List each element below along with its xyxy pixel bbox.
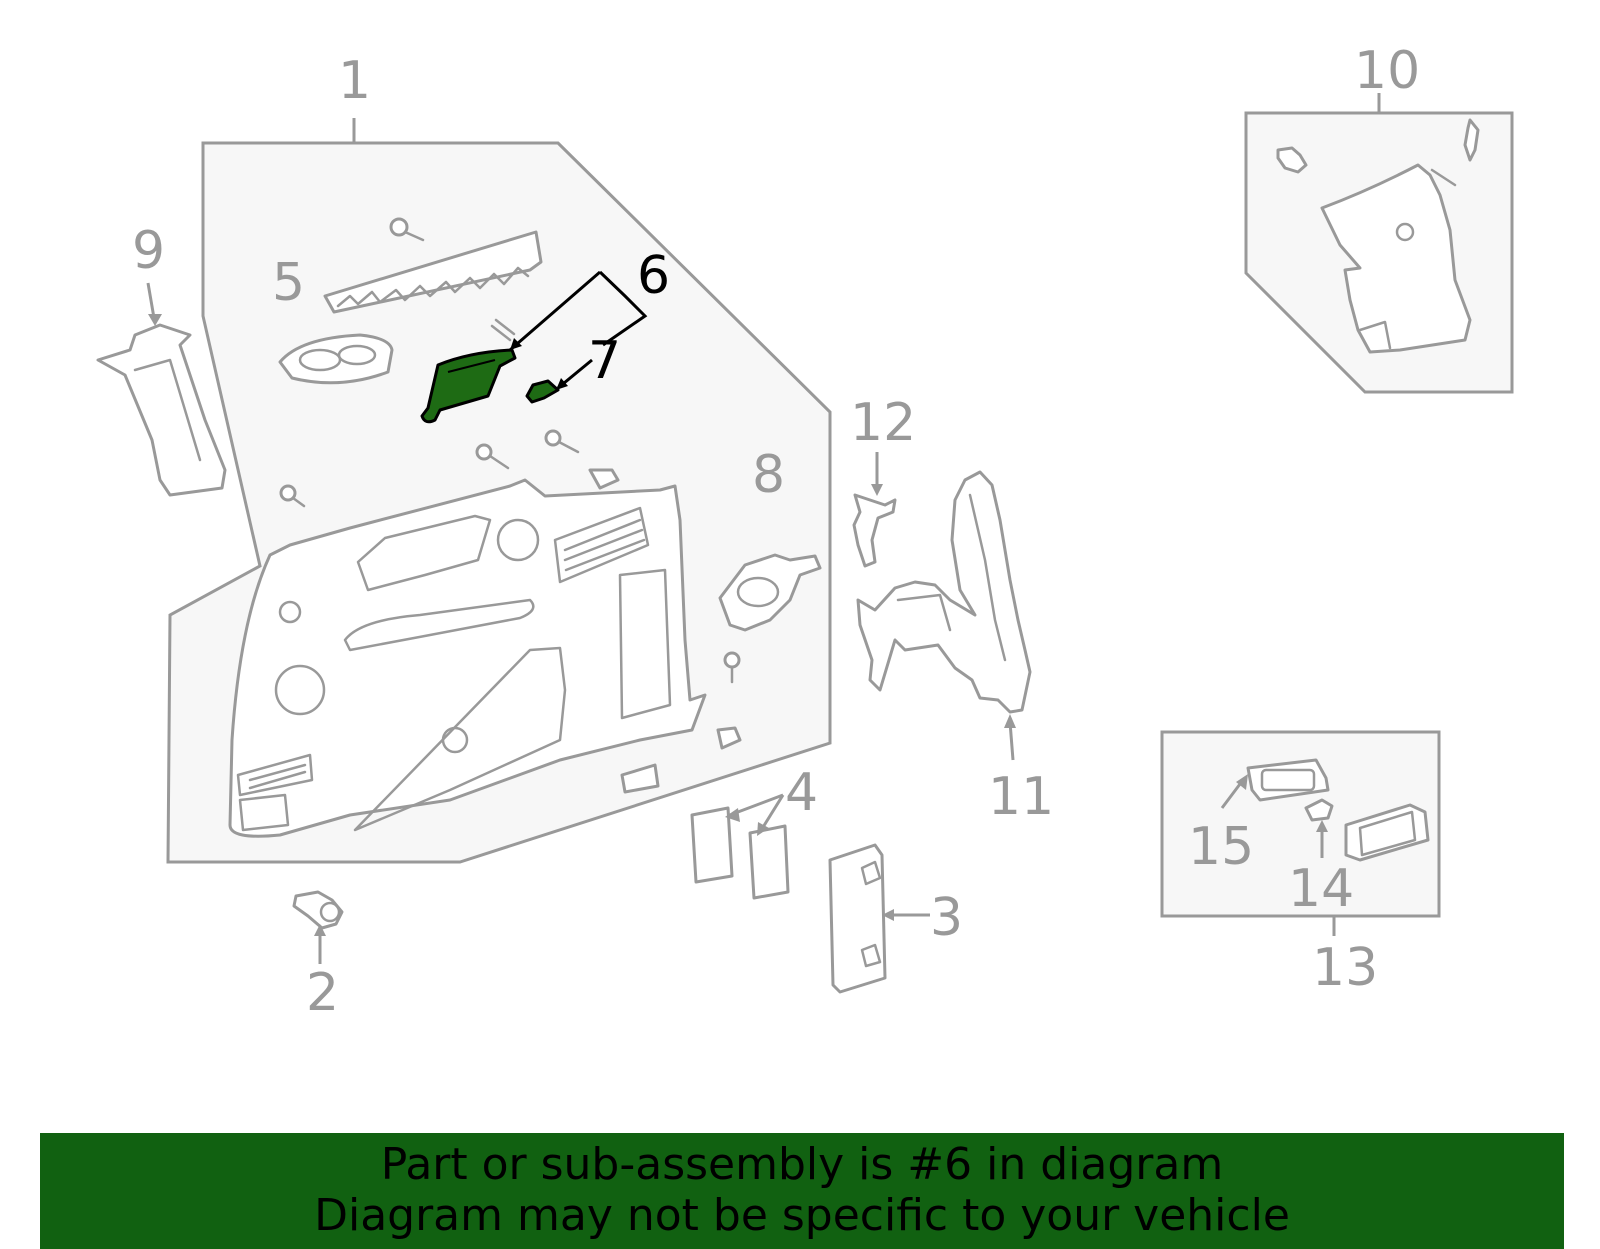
part-upper-rail xyxy=(323,230,543,314)
part-11-frame xyxy=(856,470,1032,761)
part-bolt-mid xyxy=(620,651,742,794)
callout-8: 8 xyxy=(752,445,785,505)
callout-2: 2 xyxy=(306,963,339,1023)
callout-10: 10 xyxy=(1354,41,1420,101)
callout-7: 7 xyxy=(588,331,621,391)
callout-11: 11 xyxy=(988,767,1054,827)
callout-6: 6 xyxy=(637,246,670,306)
part-4-pads xyxy=(690,793,790,900)
part-screws xyxy=(279,429,620,508)
callout-1: 1 xyxy=(338,51,371,111)
callout-12: 12 xyxy=(850,393,916,453)
assembly-box-10 xyxy=(1244,93,1514,394)
banner-line-1: Part or sub-assembly is #6 in diagram xyxy=(380,1139,1224,1190)
part-bolt-top xyxy=(389,217,425,242)
callout-14: 14 xyxy=(1288,859,1354,919)
part-6-highlighted xyxy=(420,348,517,424)
callout-3: 3 xyxy=(930,888,963,948)
part-9-pillar-trim xyxy=(96,282,227,497)
callout-13: 13 xyxy=(1312,938,1378,998)
parts-diagram: 1 2 3 4 5 6 7 8 9 10 11 12 13 14 15 xyxy=(96,41,1514,1023)
part-pin xyxy=(490,318,516,342)
callout-4: 4 xyxy=(785,763,818,823)
part-3-cover xyxy=(828,843,930,994)
leader-6-7 xyxy=(509,270,648,390)
part-quarter-trim-panel xyxy=(228,478,707,838)
callout-9: 9 xyxy=(132,221,165,281)
part-7-highlighted xyxy=(525,379,560,404)
info-banner: Part or sub-assembly is #6 in diagram Di… xyxy=(40,1133,1564,1249)
callout-15: 15 xyxy=(1188,817,1254,877)
assembly-box-13 xyxy=(1160,730,1441,936)
part-5-cup-holder xyxy=(278,333,394,385)
banner-line-2: Diagram may not be specific to your vehi… xyxy=(314,1190,1290,1241)
callout-5: 5 xyxy=(272,253,305,313)
part-8-bracket xyxy=(718,553,822,632)
part-12-bracket xyxy=(852,452,897,568)
part-2-clip xyxy=(292,890,344,964)
